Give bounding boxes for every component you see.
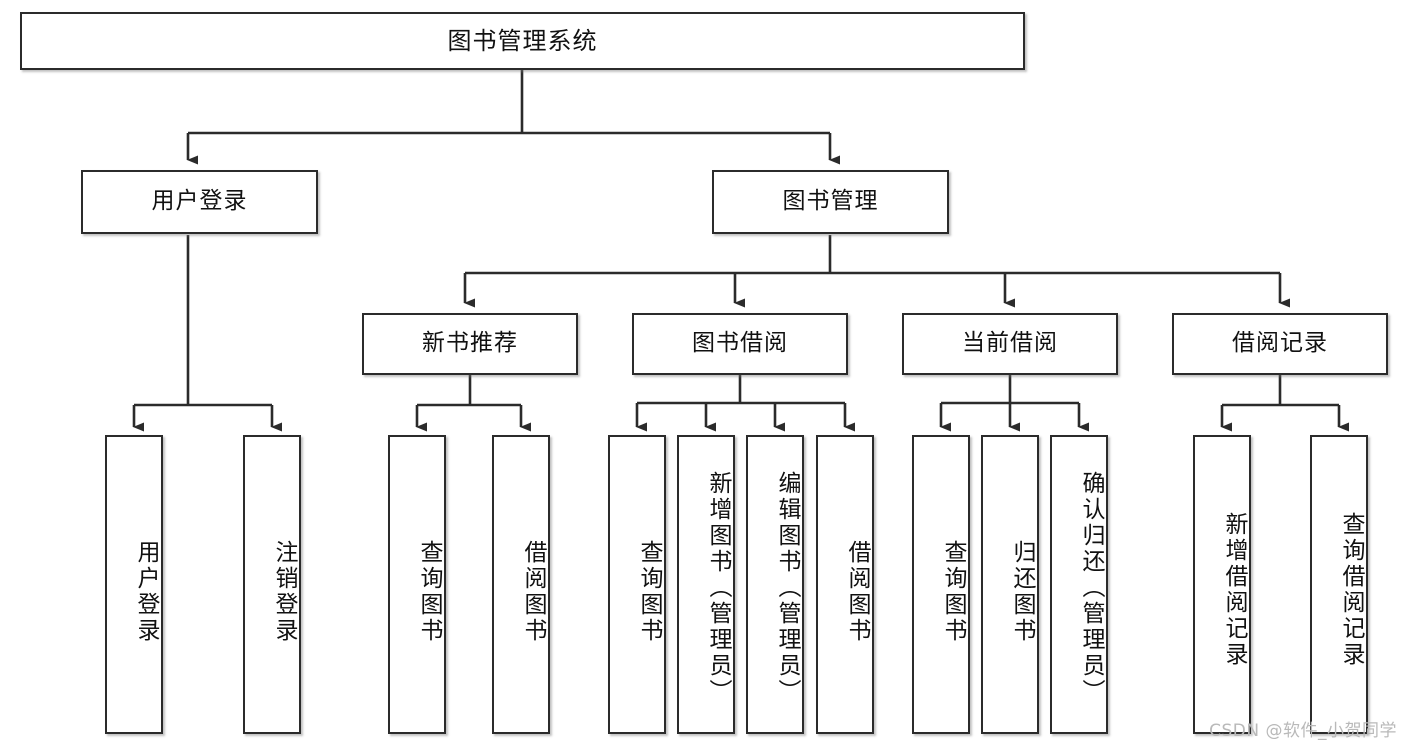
node-label: 注销登录 — [271, 539, 297, 644]
node-leaf-logout-login[interactable]: 注销登录 — [243, 435, 301, 734]
node-leaf-query-book-current[interactable]: 查询图书 — [912, 435, 970, 734]
node-leaf-add-book-admin[interactable]: 新增图书（管理员） — [677, 435, 735, 734]
node-label: 归还图书 — [1009, 539, 1035, 644]
node-label: 借阅图书 — [520, 539, 546, 644]
node-current-borrow[interactable]: 当前借阅 — [902, 313, 1118, 375]
node-leaf-query-book-recommend[interactable]: 查询图书 — [388, 435, 446, 734]
node-leaf-query-book-borrow[interactable]: 查询图书 — [608, 435, 666, 734]
node-label: 查询图书 — [416, 539, 442, 644]
node-label: 查询图书 — [636, 539, 662, 644]
node-label: 借阅图书 — [844, 539, 870, 644]
node-label: 用户登录 — [151, 188, 248, 215]
node-leaf-borrow-book-recommend[interactable]: 借阅图书 — [492, 435, 550, 734]
node-label: 编辑图书（管理员） — [774, 470, 800, 705]
node-label: 查询借阅记录 — [1338, 511, 1364, 668]
node-leaf-user-login[interactable]: 用户登录 — [105, 435, 163, 734]
node-new-book-recommend[interactable]: 新书推荐 — [362, 313, 578, 375]
node-label: 新增借阅记录 — [1221, 511, 1247, 668]
node-label: 借阅记录 — [1232, 330, 1328, 357]
node-label: 图书借阅 — [692, 330, 788, 357]
node-label: 当前借阅 — [962, 330, 1058, 357]
node-book-borrow[interactable]: 图书借阅 — [632, 313, 848, 375]
node-book-management[interactable]: 图书管理 — [712, 170, 949, 234]
node-user-login[interactable]: 用户登录 — [81, 170, 318, 234]
node-label: 新增图书（管理员） — [705, 470, 731, 705]
node-leaf-borrow-book[interactable]: 借阅图书 — [816, 435, 874, 734]
node-borrow-record[interactable]: 借阅记录 — [1172, 313, 1388, 375]
node-leaf-add-borrow-record[interactable]: 新增借阅记录 — [1193, 435, 1251, 734]
node-label: 确认归还（管理员） — [1078, 470, 1104, 705]
node-leaf-edit-book-admin[interactable]: 编辑图书（管理员） — [746, 435, 804, 734]
node-root-book-management-system[interactable]: 图书管理系统 — [20, 12, 1025, 70]
node-label: 新书推荐 — [422, 330, 518, 357]
node-label: 用户登录 — [133, 539, 159, 644]
node-leaf-return-book[interactable]: 归还图书 — [981, 435, 1039, 734]
node-label: 查询图书 — [940, 539, 966, 644]
node-leaf-confirm-return-admin[interactable]: 确认归还（管理员） — [1050, 435, 1108, 734]
node-label: 图书管理系统 — [447, 26, 598, 55]
node-label: 图书管理 — [782, 188, 879, 215]
node-leaf-query-borrow-record[interactable]: 查询借阅记录 — [1310, 435, 1368, 734]
csdn-watermark: CSDN @软件_小贺同学 — [1209, 721, 1397, 741]
